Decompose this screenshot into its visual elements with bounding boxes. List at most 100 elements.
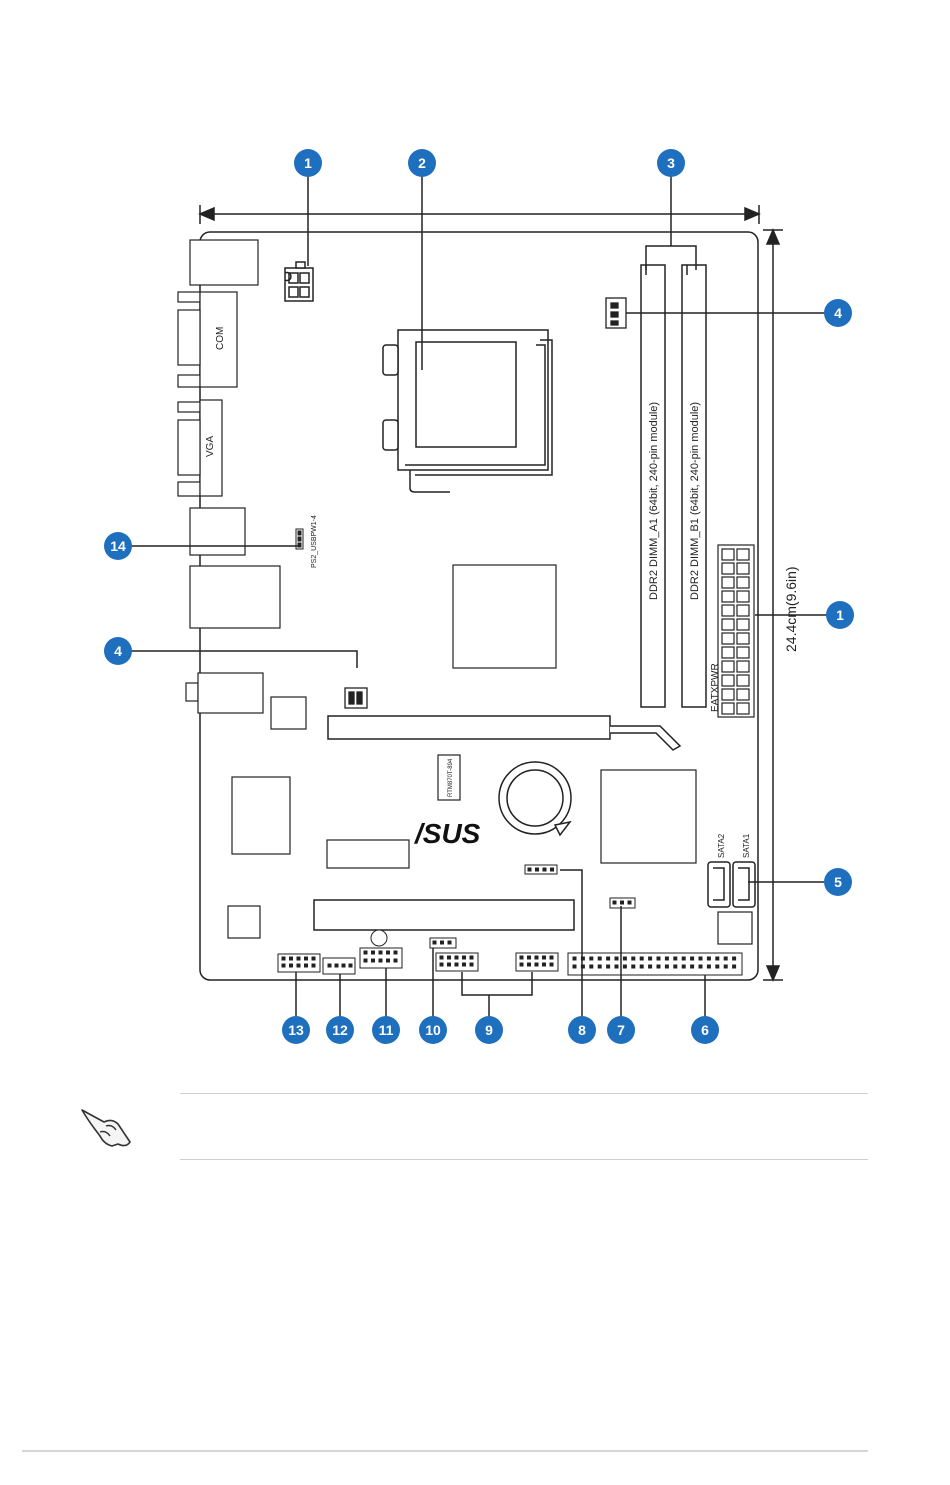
ide-pin [691,957,694,960]
eatxpwr-pin [737,591,749,602]
usb-header-pin [455,963,458,966]
chassis-header-pin [621,901,624,904]
eatxpwr-pin [737,675,749,686]
callout-number: 5 [834,874,842,890]
ide-pin [682,957,685,960]
eatxpwr-pin [722,549,734,560]
sata2-label: SATA2 [717,833,726,858]
ide-pin [707,965,710,968]
callout-number: 11 [379,1022,394,1038]
ide-pin [674,965,677,968]
small-chip [271,697,306,729]
asus-logo: /SUS [413,818,481,849]
note-top-rule [180,1093,868,1094]
ide-pin [699,965,702,968]
ide-pin [598,957,601,960]
ide-pin [724,957,727,960]
serial-header-pin [364,959,367,962]
spdif-pin [551,868,554,871]
eatxpwr-pin [737,563,749,574]
buzzer [371,930,387,946]
eatxpwr-pin [722,675,734,686]
chassis-fan-header [345,688,367,708]
spdif-pin [528,868,531,871]
southbridge-chip [601,770,696,863]
ide-pin [607,957,610,960]
callout-number: 3 [667,155,675,171]
dimm-b1-label: DDR2 DIMM_B1 (64bit, 240-pin module) [689,402,701,600]
serial-header-pin [379,951,382,954]
spdif-pin [536,868,539,871]
usb-header-pin [470,956,473,959]
ide-pin [682,965,685,968]
ide-pin [733,957,736,960]
ide-pin [632,957,635,960]
lan-chip [228,906,260,938]
ide-pin [716,965,719,968]
eatxpwr-pin [737,605,749,616]
width-dimension-arrow [200,205,759,224]
serial-header-pin [387,951,390,954]
ide-pin [657,965,660,968]
usb-header-pin [440,956,443,959]
ide-pin [657,957,660,960]
pointing-hand-icon [78,1104,138,1149]
audio-header-pin [297,957,300,960]
eatxpwr-label: EATXPWR [710,663,721,712]
eatxpwr-pin [737,577,749,588]
audio-header-pin [282,957,285,960]
ide-pin [707,957,710,960]
eatxpwr-pin [722,647,734,658]
serial-header-pin [372,959,375,962]
eatxpwr-pin [722,661,734,672]
ide-pin [573,957,576,960]
spdif-pin [543,868,546,871]
audio-header-pin [297,964,300,967]
dimm-a1-label: DDR2 DIMM_A1 (64bit, 240-pin module) [648,402,660,600]
callout-number: 4 [834,305,842,321]
eatxpwr-pin [737,619,749,630]
note-bottom-rule [180,1159,868,1160]
eatxpwr-pin [737,549,749,560]
callout-number: 7 [617,1022,625,1038]
eatxpwr-pin [722,605,734,616]
audio-header-pin [290,957,293,960]
audio-header-pin [305,957,308,960]
eatxpwr-pin [737,703,749,714]
eatxpwr-pin [722,633,734,644]
height-dimension-arrow [763,230,783,980]
eatxpwr-pin [737,661,749,672]
usb-header-pin [550,956,553,959]
callout-number: 4 [114,643,122,659]
callout-number: 1 [304,155,312,171]
ide-pin [716,957,719,960]
ide-pin [615,957,618,960]
ide-pin [640,965,643,968]
ide-pin [607,965,610,968]
usb-header-pin [463,956,466,959]
callout-number: 10 [425,1022,441,1038]
small-square [718,912,752,944]
cpu-socket [383,330,552,492]
callout-number: 13 [288,1022,304,1038]
eatxpwr-pin [722,563,734,574]
cd-header-pin [342,964,345,967]
usb-header-pin [535,956,538,959]
pci-slot [314,900,574,930]
ide-pin [724,965,727,968]
height-dimension-label: 24.4cm(9.6in) [783,566,799,652]
chassis-header-pin [628,901,631,904]
callout-number: 14 [110,538,126,554]
usb-header-pin [528,956,531,959]
ide-pin [640,957,643,960]
usb-header-pin [463,963,466,966]
usb-header-pin [455,956,458,959]
audio-header-pin [282,964,285,967]
page-bottom-rule [22,1450,868,1452]
callout-number: 8 [578,1022,586,1038]
ide-pin [733,965,736,968]
usb-header-pin [528,963,531,966]
ide-pin [623,965,626,968]
northbridge-chip [453,565,556,668]
eatxpwr-pin [722,619,734,630]
